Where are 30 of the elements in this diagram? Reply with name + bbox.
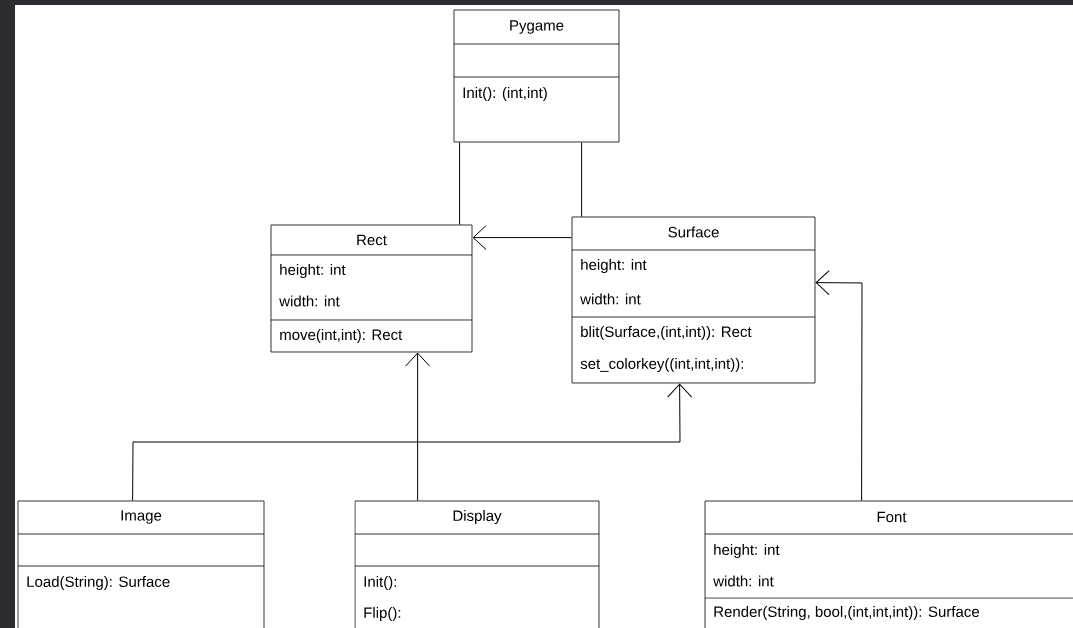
- member-text: width: int: [713, 575, 774, 587]
- class-box: [571, 216, 816, 384]
- class-box: [354, 500, 600, 628]
- class-name: Rect: [357, 234, 387, 246]
- class-box: [453, 9, 620, 143]
- member-text: Flip():: [364, 607, 401, 621]
- member-text: Init(): (int,int): [463, 87, 547, 101]
- member-text: width: int: [279, 295, 340, 307]
- member-text: set_colorkey((int,int,int)):: [580, 358, 744, 372]
- member-text: Init():: [364, 576, 396, 590]
- member-text: blit(Surface,(int,int)): Rect: [581, 326, 752, 340]
- member-text: move(int,int): Rect: [280, 329, 403, 343]
- class-box: [270, 224, 473, 353]
- class-box: [704, 500, 1073, 628]
- member-text: Load(String): Surface: [27, 576, 170, 590]
- class-name: Font: [877, 511, 907, 523]
- arrow: [815, 270, 863, 502]
- member-text: height: int: [581, 259, 647, 273]
- member-text: height: int: [280, 264, 346, 278]
- arrow: [132, 383, 693, 502]
- class-name: Display: [453, 510, 502, 524]
- arrow: [472, 225, 573, 251]
- member-text: height: int: [714, 544, 780, 558]
- member-text: width: int: [580, 293, 641, 305]
- class-box: [17, 500, 265, 628]
- arrow: [405, 352, 431, 502]
- class-name: Image: [121, 510, 162, 524]
- class-name: Pygame: [510, 20, 564, 34]
- class-name: Surface: [668, 226, 719, 238]
- member-text: Render(String, bool,(int,int,int)): Surface: [714, 606, 979, 620]
